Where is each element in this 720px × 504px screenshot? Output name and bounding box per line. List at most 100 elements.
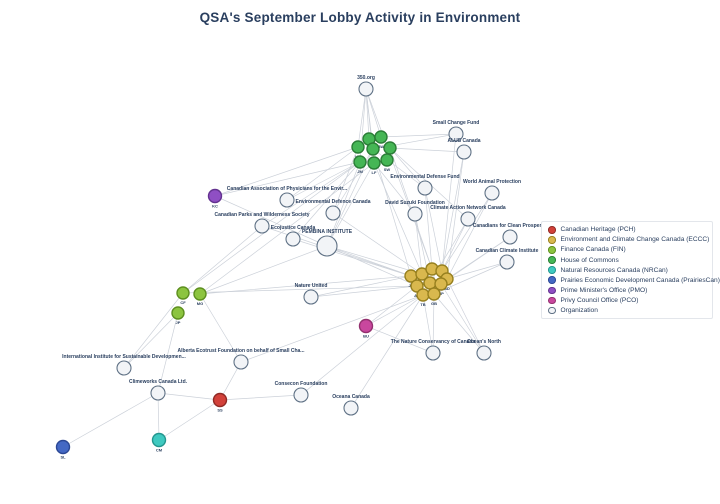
legend-label: Natural Resources Canada (NRCan)	[560, 266, 668, 274]
graph-edge	[310, 275, 412, 298]
graph-node-oTNC[interactable]	[425, 345, 441, 361]
graph-node-oSCF[interactable]	[448, 126, 464, 142]
graph-node-h7[interactable]	[367, 156, 381, 170]
graph-node-f2[interactable]	[193, 287, 207, 301]
graph-node-label: ALUS Canada	[447, 138, 480, 144]
legend-label: Finance Canada (FIN)	[560, 246, 626, 254]
graph-edge	[182, 225, 263, 294]
graph-node-oPEM[interactable]	[316, 235, 338, 257]
graph-edge	[214, 161, 361, 197]
graph-edge	[441, 151, 465, 272]
graph-node-label: JP	[176, 320, 181, 325]
graph-node-h6[interactable]	[353, 155, 367, 169]
graph-edge	[292, 161, 361, 240]
graph-node-oCCP[interactable]	[502, 229, 518, 245]
graph-node-label: Alberta Ecotrust Foundation on behalf of…	[178, 348, 306, 354]
graph-edge	[62, 392, 159, 448]
graph-edge	[357, 88, 367, 148]
graph-node-label: BU	[363, 334, 369, 339]
legend-item-hoc[interactable]: House of Commons	[548, 256, 706, 264]
graph-node-oCLW[interactable]	[150, 385, 166, 401]
graph-node-oCPAWS[interactable]	[254, 218, 270, 234]
graph-node-f1[interactable]	[176, 286, 190, 300]
graph-node-oEDC[interactable]	[325, 205, 341, 221]
graph-node-oNU[interactable]	[303, 289, 319, 305]
graph-edge	[300, 294, 424, 396]
graph-node-h4[interactable]	[366, 142, 380, 156]
graph-node-oCAN[interactable]	[460, 211, 476, 227]
graph-edge	[446, 261, 508, 280]
graph-edge	[182, 161, 361, 294]
legend-item-nrcan[interactable]: Natural Resources Canada (NRCan)	[548, 266, 706, 274]
legend-label: Organization	[560, 307, 598, 314]
graph-node-oEDF[interactable]	[417, 180, 433, 196]
graph-edge	[433, 293, 485, 354]
graph-node-oOCE[interactable]	[343, 400, 359, 416]
graph-node-oALUS[interactable]	[456, 144, 472, 160]
graph-edge	[332, 146, 359, 214]
graph-edge	[292, 238, 412, 277]
graph-edge	[332, 148, 374, 214]
graph-edge	[326, 245, 418, 287]
graph-node-label: World Animal Protection	[463, 179, 521, 185]
graph-node-oON[interactable]	[476, 345, 492, 361]
graph-node-label: Canadian Association of Physicians for t…	[227, 186, 348, 192]
graph-node-h3[interactable]	[351, 140, 365, 154]
graph-node-label: Environmental Defense Fund	[390, 174, 459, 180]
legend-item-fin[interactable]: Finance Canada (FIN)	[548, 246, 706, 254]
graph-node-oWAP[interactable]	[484, 185, 500, 201]
graph-node-e6[interactable]	[410, 279, 424, 293]
graph-node-label: LF	[372, 170, 377, 175]
graph-node-label: Canadian Climate Institute	[476, 248, 539, 254]
graph-node-oCSF[interactable]	[293, 387, 309, 403]
legend-item-org[interactable]: Organization	[548, 306, 706, 315]
graph-edge	[373, 162, 416, 215]
legend-item-pch[interactable]: Canadian Heritage (PCH)	[548, 226, 706, 234]
graph-node-e9[interactable]	[416, 288, 430, 302]
graph-node-h8[interactable]	[380, 153, 394, 167]
graph-node-oAET[interactable]	[233, 354, 249, 370]
graph-node-oCAPE[interactable]	[279, 192, 295, 208]
graph-edge	[365, 88, 370, 140]
graph-node-oCCI[interactable]	[499, 254, 515, 270]
graph-edge	[441, 218, 469, 272]
graph-node-label: Canadian Parks and Wilderness Society	[215, 212, 310, 218]
graph-node-pmo1[interactable]	[207, 188, 223, 204]
graph-edge	[326, 162, 375, 247]
graph-node-e10[interactable]	[427, 287, 441, 301]
graph-node-pr1[interactable]	[55, 439, 71, 455]
graph-edge	[365, 294, 424, 327]
legend-label: Prairies Economic Development Canada (Pr…	[560, 276, 720, 284]
graph-node-label: JM	[357, 169, 363, 174]
graph-node-oIISD[interactable]	[116, 360, 132, 376]
graph-edge	[372, 148, 412, 277]
graph-node-o350[interactable]	[358, 81, 374, 97]
graph-edge	[199, 245, 328, 295]
graph-node-nr1[interactable]	[151, 432, 167, 448]
legend-label: Canadian Heritage (PCH)	[560, 226, 636, 234]
graph-edge	[157, 312, 179, 394]
legend-item-eccc[interactable]: Environment and Climate Change Canada (E…	[548, 236, 709, 244]
graph-node-label: Climate Action Network Canada	[430, 205, 506, 211]
legend-item-prairies[interactable]: Prairies Economic Development Canada (Pr…	[548, 276, 720, 284]
legend-item-pco[interactable]: Privy Council Office (PCO)	[548, 296, 706, 305]
graph-node-pco1[interactable]	[358, 318, 374, 334]
legend-item-pmo[interactable]: Prime Minister's Office (PMO)	[548, 286, 706, 295]
graph-node-e7[interactable]	[423, 276, 437, 290]
graph-node-label: The Nature Conservancy of Canada	[391, 339, 476, 345]
graph-node-f3[interactable]	[171, 306, 185, 320]
graph-node-oDSF[interactable]	[407, 206, 423, 222]
graph-node-h5[interactable]	[383, 141, 397, 155]
graph-node-label: Oceana Canada	[332, 394, 370, 400]
graph-edge	[261, 161, 361, 227]
graph-node-h2[interactable]	[374, 130, 388, 144]
graph-node-pch1[interactable]	[212, 392, 228, 408]
legend-swatch-org	[548, 306, 556, 315]
graph-edge	[199, 275, 412, 295]
graph-node-label: PEMBINA INSTITUTE	[302, 229, 353, 235]
graph-edge	[365, 88, 433, 270]
graph-node-e8[interactable]	[434, 277, 448, 291]
graph-node-oECO[interactable]	[285, 231, 301, 247]
graph-node-label: SS	[217, 408, 223, 413]
